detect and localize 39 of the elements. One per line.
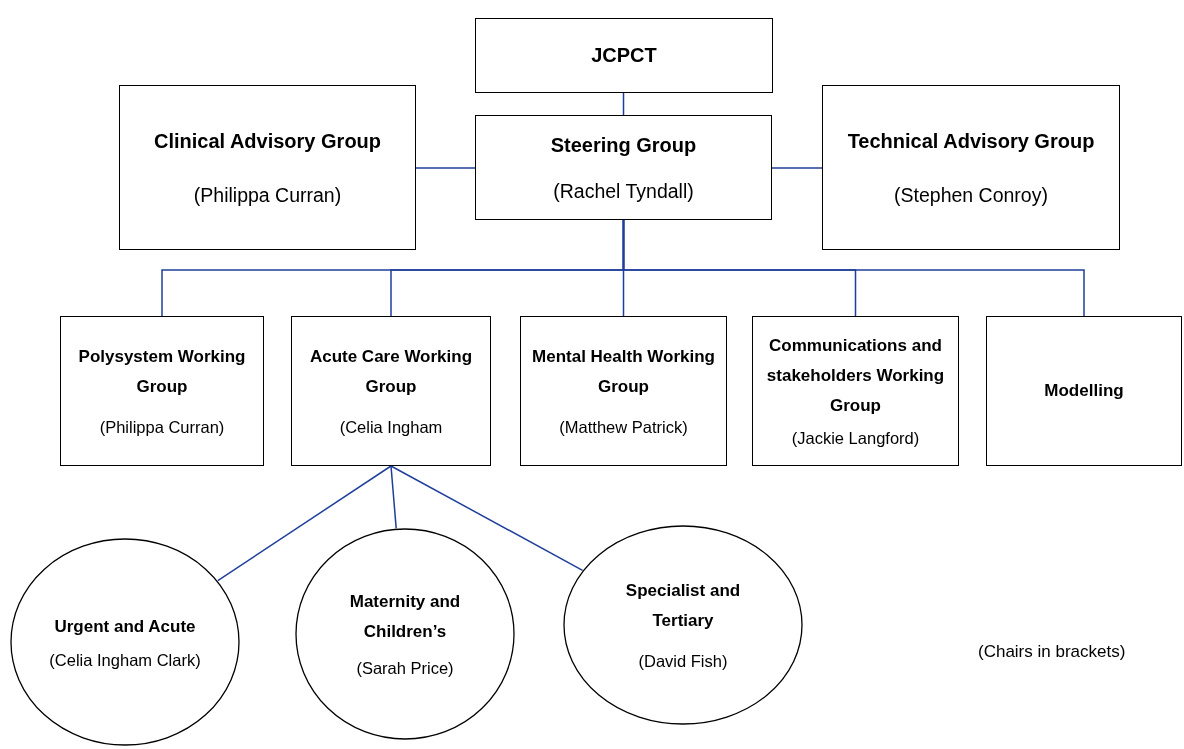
chair-name: (Sarah Price): [356, 658, 454, 680]
connector-line: [390, 465, 397, 530]
connector-line: [771, 167, 823, 169]
chair-name: (Matthew Patrick): [559, 417, 688, 439]
group-name: Specialist and Tertiary: [624, 579, 742, 632]
group-box: [520, 316, 727, 466]
connector-line: [415, 167, 476, 169]
chair-name: (Celia Ingham: [339, 417, 443, 439]
connector-line: [390, 465, 584, 572]
group-box: [475, 115, 772, 220]
group-name: Communications and stakeholders Working Group: [765, 335, 946, 417]
connector-line: [622, 92, 625, 116]
group-name: Technical Advisory Group: [847, 129, 1095, 155]
group-name: Modelling: [1044, 380, 1124, 403]
group-box: [752, 316, 959, 466]
note-text: (Chairs in brackets): [978, 642, 1126, 662]
group-name: JCPCT: [591, 43, 657, 68]
group-box: [119, 85, 416, 250]
chair-name: (David Fish): [638, 651, 728, 673]
group-box: [822, 85, 1120, 250]
group-box: [986, 316, 1182, 466]
group-box: [291, 316, 491, 466]
group-name: Urgent and Acute: [54, 615, 196, 638]
chair-name: (Stephen Conroy): [894, 183, 1048, 209]
group-box: [60, 316, 264, 466]
chair-name: (Celia Ingham Clark): [49, 649, 201, 671]
chair-name: (Rachel Tyndall): [553, 179, 694, 205]
group-name: Maternity and Children’s: [348, 590, 462, 643]
group-name: Steering Group: [550, 133, 697, 159]
group-name: Acute Care Working Group: [308, 345, 474, 398]
connector-line: [622, 219, 1085, 317]
chair-name: (Jackie Langford): [791, 428, 920, 450]
group-name: Polysystem Working Group: [77, 345, 247, 398]
group-box: [475, 18, 773, 93]
group-name: Mental Health Working Group: [531, 345, 716, 398]
connector-line: [217, 465, 392, 582]
chair-name: (Philippa Curran): [99, 417, 225, 439]
chair-name: (Philippa Curran): [193, 183, 342, 209]
group-name: Clinical Advisory Group: [153, 129, 382, 155]
